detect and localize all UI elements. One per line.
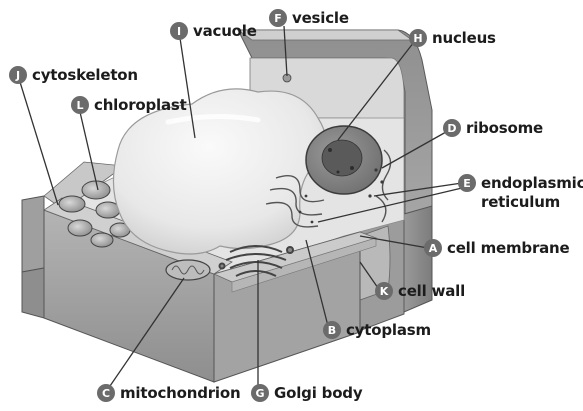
badge-cell-membrane: A [424,239,442,257]
label-vacuole: I vacuole [170,22,257,40]
badge-chloroplast: L [71,96,89,114]
label-nucleus: H nucleus [409,29,496,47]
label-er-line1: endoplasmic [481,174,583,192]
label-mitochondrion: C mitochondrion [97,384,240,402]
label-cytoskeleton: J cytoskeleton [9,66,138,84]
label-vesicle-text: vesicle [292,9,349,27]
badge-cytoskeleton: J [9,66,27,84]
badge-er: E [458,174,476,192]
badge-vesicle: F [269,9,287,27]
label-vacuole-text: vacuole [193,22,257,40]
label-er-line2: reticulum [481,193,560,211]
label-er-line2-wrap: reticulum [481,193,560,211]
label-golgi-text: Golgi body [274,384,362,402]
label-cytoskeleton-text: cytoskeleton [32,66,138,84]
label-cell-wall-text: cell wall [398,282,465,300]
badge-golgi: G [251,384,269,402]
label-ribosome-text: ribosome [466,119,543,137]
badge-cell-wall: K [375,282,393,300]
label-vesicle: F vesicle [269,9,349,27]
label-chloroplast-text: chloroplast [94,96,187,114]
label-cytoplasm: B cytoplasm [323,321,431,339]
label-chloroplast: L chloroplast [71,96,187,114]
badge-ribosome: D [443,119,461,137]
label-cell-membrane: A cell membrane [424,239,570,257]
badge-nucleus: H [409,29,427,47]
label-cell-membrane-text: cell membrane [447,239,570,257]
label-cell-wall: K cell wall [375,282,465,300]
label-nucleus-text: nucleus [432,29,496,47]
label-golgi-body: G Golgi body [251,384,362,402]
label-endoplasmic-reticulum: E endoplasmic [458,174,583,192]
label-cytoplasm-text: cytoplasm [346,321,431,339]
label-ribosome: D ribosome [443,119,543,137]
badge-mitochondrion: C [97,384,115,402]
label-mitochondrion-text: mitochondrion [120,384,240,402]
nucleus-shape [306,126,382,194]
mitochondrion-shape [166,260,210,280]
badge-cytoplasm: B [323,321,341,339]
badge-vacuole: I [170,22,188,40]
